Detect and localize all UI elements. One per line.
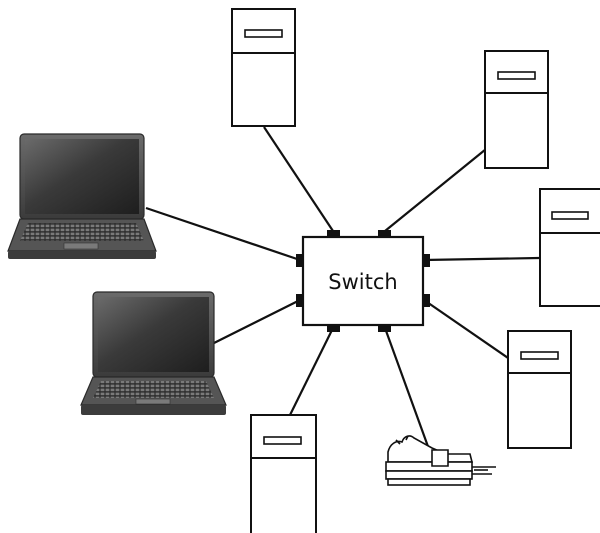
server-tower-icon	[231, 8, 296, 127]
link-laptop-lower	[209, 299, 301, 346]
switch-label: Switch	[328, 270, 397, 294]
switch-port	[422, 254, 430, 267]
link-server-lower-right	[423, 299, 512, 361]
link-server-right	[423, 256, 540, 262]
server-tower-icon	[507, 330, 572, 449]
switch-ports	[296, 230, 430, 332]
switch-port	[378, 324, 391, 332]
switch-port	[422, 294, 430, 307]
switch-port	[327, 324, 340, 332]
switch-node: Switch	[296, 230, 430, 332]
switch-port	[378, 230, 391, 238]
link-printer	[383, 327, 432, 453]
link-server-bottom	[289, 327, 334, 416]
laptop-icon	[80, 291, 227, 415]
server-tower-icon	[250, 414, 317, 533]
laptop-icon	[7, 133, 157, 259]
connection-lines	[145, 126, 540, 453]
switch-port	[327, 230, 340, 238]
printer-icon	[385, 435, 496, 486]
link-laptop-upper	[145, 206, 301, 262]
switch-box	[301, 235, 425, 327]
link-server-top	[263, 126, 334, 232]
link-server-top-right	[384, 144, 492, 232]
switch-port	[296, 254, 304, 267]
switch-port	[296, 294, 304, 307]
server-tower-icon	[484, 50, 549, 169]
server-tower-icon	[539, 188, 600, 307]
